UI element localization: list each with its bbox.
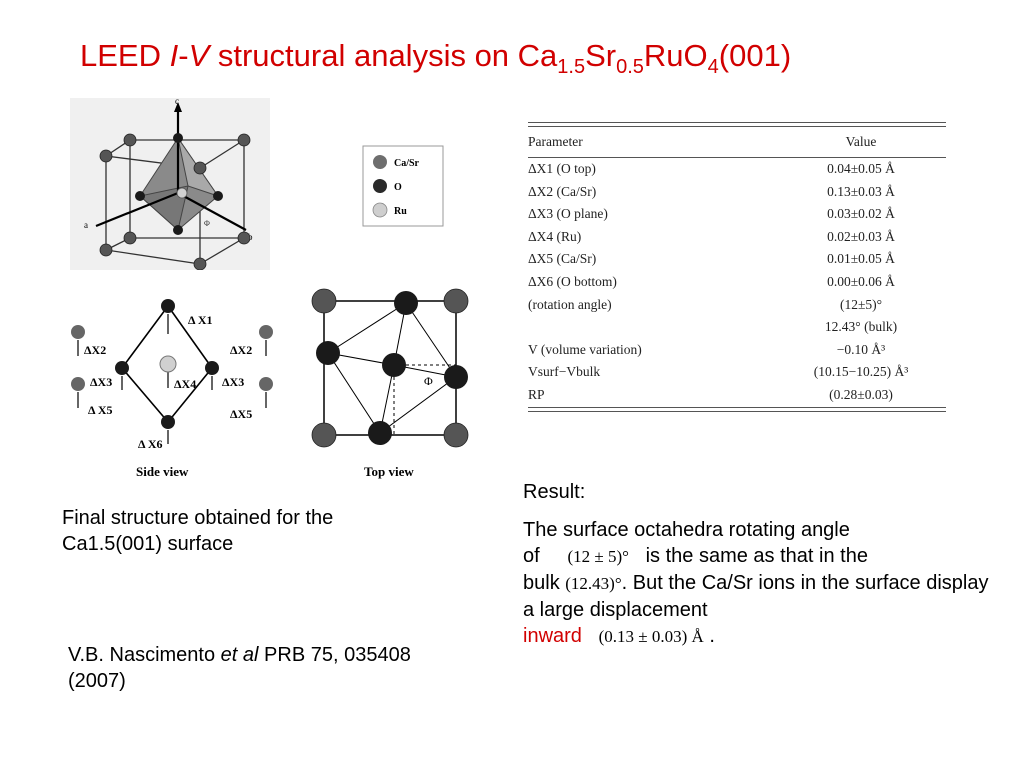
legend-marker-ca-sr — [373, 155, 387, 169]
table-row: ΔX6 (O bottom) 0.00±0.06 Å — [528, 271, 946, 294]
label-dx3-right: ΔX3 — [222, 375, 244, 389]
label-dx2-right: ΔX2 — [230, 343, 252, 357]
atom-legend: Ca/Sr O Ru — [362, 145, 444, 227]
table-cell-parameter: ΔX4 (Ru) — [528, 228, 582, 244]
table-row: 12.43° (bulk) — [528, 316, 946, 339]
table-body: ΔX1 (O top) 0.04±0.05 Å ΔX2 (Ca/Sr) 0.13±0.… — [528, 158, 946, 407]
header-parameter: Parameter — [528, 134, 583, 149]
table-bottom-rule-2 — [528, 410, 946, 412]
table-cell-value: 0.03±0.02 Å — [827, 206, 895, 222]
inward-word: inward — [523, 625, 582, 647]
axis-b-label: b — [248, 232, 253, 242]
legend-label-ru: Ru — [394, 206, 407, 217]
axis-c-label: c — [175, 98, 179, 106]
table-cell-value: 0.13±0.03 Å — [827, 183, 895, 199]
label-dx2-left: ΔX2 — [84, 343, 106, 357]
slide-title: LEED I-V structural analysis on Ca1.5Sr0… — [80, 38, 792, 79]
table-cell-parameter: (rotation angle) — [528, 296, 612, 312]
result-text: The surface octahedra rotating angle of … — [523, 519, 989, 647]
table-row: (rotation angle) (12±5)° — [528, 294, 946, 317]
table-row: ΔX5 (Ca/Sr) 0.01±0.05 Å — [528, 248, 946, 271]
figure-caption: Final structure obtained for the Ca1.5(0… — [62, 507, 334, 555]
table-row: ΔX3 (O plane) 0.03±0.02 Å — [528, 203, 946, 226]
label-dx5-left: Δ X5 — [88, 403, 113, 417]
angle-phi-label: Φ — [204, 219, 210, 228]
header-value: Value — [845, 134, 877, 149]
table-cell-parameter — [528, 316, 676, 339]
legend-marker-o — [373, 179, 387, 193]
side-view-caption: Side view — [136, 464, 189, 479]
result-block: Result: The surface octahedra rotating a… — [523, 479, 993, 650]
table-cell-parameter: V (volume variation) — [528, 341, 642, 357]
table-cell-value: −0.10 Å³ — [836, 341, 886, 357]
axis-a-label: a — [84, 220, 88, 230]
legend-label-ca-sr: Ca/Sr — [394, 158, 420, 169]
table-header-rule — [528, 157, 946, 158]
table-cell-parameter: RP — [528, 386, 545, 402]
table-row: ΔX2 (Ca/Sr) 0.13±0.03 Å — [528, 181, 946, 204]
table-cell-parameter: ΔX6 (O bottom) — [528, 273, 617, 289]
table-cell-parameter: ΔX2 (Ca/Sr) — [528, 183, 597, 199]
table-cell-parameter: ΔX5 (Ca/Sr) — [528, 251, 597, 267]
legend-label-o: O — [394, 182, 402, 193]
table-cell-value: 12.43° (bulk) — [824, 319, 898, 335]
table-cell-value: 0.00±0.06 Å — [827, 273, 895, 289]
result-heading: Result: — [523, 481, 586, 503]
label-dx3-left: ΔX3 — [90, 375, 112, 389]
table-cell-value: (0.28±0.03) — [829, 386, 893, 402]
bulk-angle-equation: (12.43)° — [565, 574, 622, 593]
table-cell-value: 0.02±0.03 Å — [827, 228, 895, 244]
table-top-rule-2 — [528, 126, 946, 127]
table-row: Vsurf−Vbulk (10.15−10.25) Å³ — [528, 361, 946, 384]
legend-marker-ru — [372, 202, 388, 218]
label-dx4: ΔX4 — [174, 377, 196, 391]
table-cell-value: (12±5)° — [839, 296, 883, 312]
table-header-row: Parameter Value — [528, 127, 946, 157]
table-top-rule — [528, 122, 946, 123]
label-dx1: Δ X1 — [188, 313, 213, 327]
side-view-figure: Δ X1 ΔX2 ΔX2 ΔX3 ΔX3 ΔX4 Δ X5 ΔX5 Δ X6 S… — [66, 292, 288, 480]
table-row: ΔX4 (Ru) 0.02±0.03 Å — [528, 226, 946, 249]
table-cell-value: 0.01±0.05 Å — [827, 251, 895, 267]
table-row: V (volume variation) −0.10 Å³ — [528, 339, 946, 362]
table-cell-value: 0.04±0.05 Å — [827, 161, 895, 176]
table-cell-parameter: ΔX3 (O plane) — [528, 206, 608, 222]
unit-cell-3d-figure: c a b Φ — [70, 96, 270, 271]
top-view-figure: Φ Top view — [306, 285, 478, 480]
table-bottom-rule — [528, 406, 946, 408]
table-cell-value: (10.15−10.25) Å³ — [813, 364, 909, 380]
citation: V.B. Nascimento et al PRB 75, 035408 (20… — [68, 644, 411, 692]
table-row: ΔX1 (O top) 0.04±0.05 Å — [528, 158, 946, 181]
displacement-equation: (0.13 ± 0.03) Å — [598, 627, 704, 646]
angle-equation: (12 ± 5)° — [567, 547, 629, 566]
top-view-caption: Top view — [364, 464, 414, 479]
table-cell-parameter: Vsurf−Vbulk — [528, 364, 601, 380]
label-dx6: Δ X6 — [138, 437, 163, 451]
table-row: RP (0.28±0.03) — [528, 384, 946, 407]
table-cell-parameter: ΔX1 (O top) — [528, 161, 596, 176]
label-dx5-right: ΔX5 — [230, 407, 252, 421]
top-view-angle-label: Φ — [424, 374, 433, 388]
